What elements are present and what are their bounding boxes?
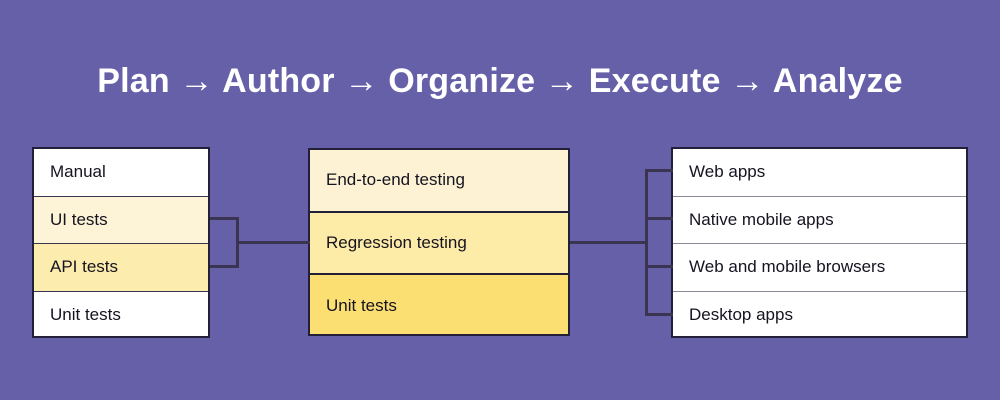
connector-left-stub-api [210, 265, 239, 268]
connector-right-stub-web-apps [645, 169, 673, 172]
connector-left-stub-ui [210, 217, 239, 220]
connector-right-stub-native-mobile [645, 217, 673, 220]
list-item[interactable]: API tests [34, 244, 208, 292]
connector-left-to-middle [236, 241, 310, 244]
target-platform-column: Web apps Native mobile apps Web and mobi… [671, 147, 968, 338]
list-item[interactable]: Native mobile apps [673, 196, 966, 244]
list-item[interactable]: Regression testing [310, 212, 568, 276]
test-type-column: Manual UI tests API tests Unit tests [32, 147, 210, 338]
list-item[interactable]: Web apps [673, 149, 966, 197]
connector-right-stub-desktop [645, 313, 673, 316]
connector-right-spine [645, 169, 648, 316]
connector-right-stub-browsers [645, 265, 673, 268]
list-item[interactable]: End-to-end testing [310, 150, 568, 213]
list-item[interactable]: UI tests [34, 196, 208, 244]
list-item[interactable]: Unit tests [310, 275, 568, 334]
connector-middle-to-right [570, 241, 648, 244]
list-item[interactable]: Web and mobile browsers [673, 244, 966, 292]
list-item[interactable]: Manual [34, 149, 208, 197]
page-title: Plan → Author → Organize → Execute → Ana… [97, 62, 903, 100]
list-item[interactable]: Unit tests [34, 291, 208, 336]
test-level-column: End-to-end testing Regression testing Un… [308, 148, 570, 336]
list-item[interactable]: Desktop apps [673, 291, 966, 336]
